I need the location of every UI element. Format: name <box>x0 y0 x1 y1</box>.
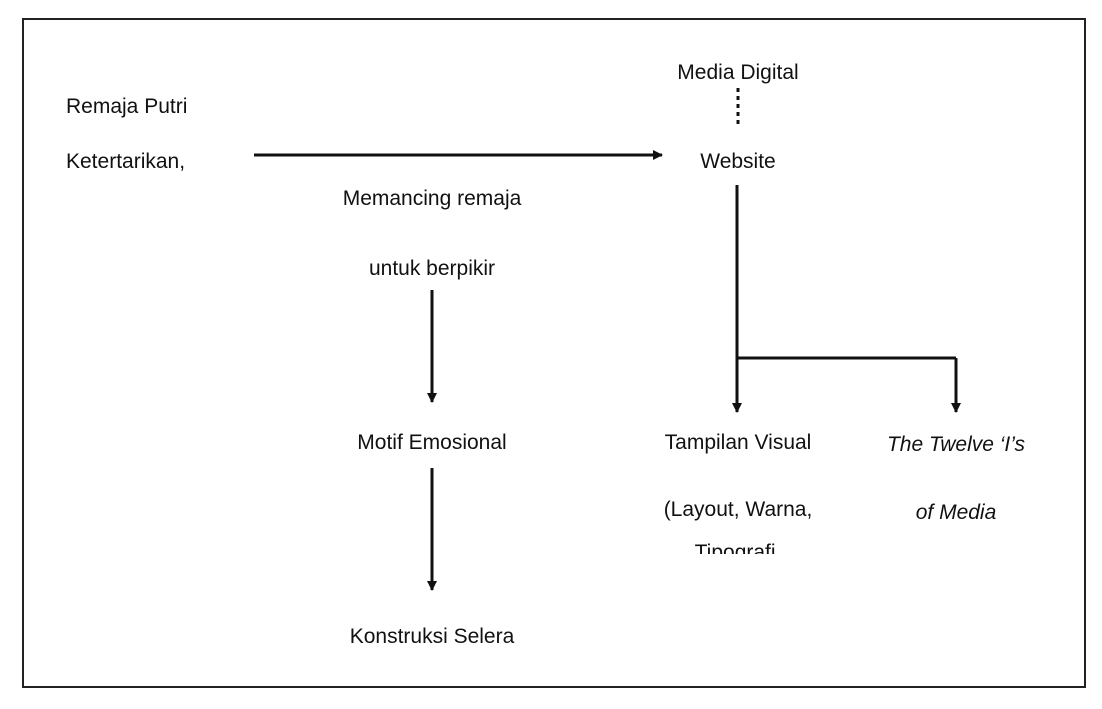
node-memancing-line2: untuk berpikir <box>368 257 496 280</box>
node-twelve-is-line1: The Twelve ‘I’s <box>886 433 1026 456</box>
node-media-digital: Media Digital <box>677 61 799 84</box>
node-tampilan-detail: (Layout, Warna, <box>663 498 813 521</box>
node-motif-emosional: Motif Emosional <box>357 431 507 454</box>
node-website: Website <box>700 150 776 173</box>
node-konstruksi-selera: Konstruksi Selera <box>349 625 515 648</box>
diagram-frame <box>22 18 1086 688</box>
node-tampilan-detail-cut: Tipografi, <box>694 541 782 554</box>
node-tampilan-visual: Tampilan Visual <box>664 431 812 454</box>
node-memancing-line1: Memancing remaja <box>342 187 522 210</box>
node-remaja-putri: Remaja Putri <box>66 95 188 118</box>
node-twelve-is-line2: of Media <box>915 501 997 524</box>
node-ketertarikan: Ketertarikan, <box>66 150 186 173</box>
